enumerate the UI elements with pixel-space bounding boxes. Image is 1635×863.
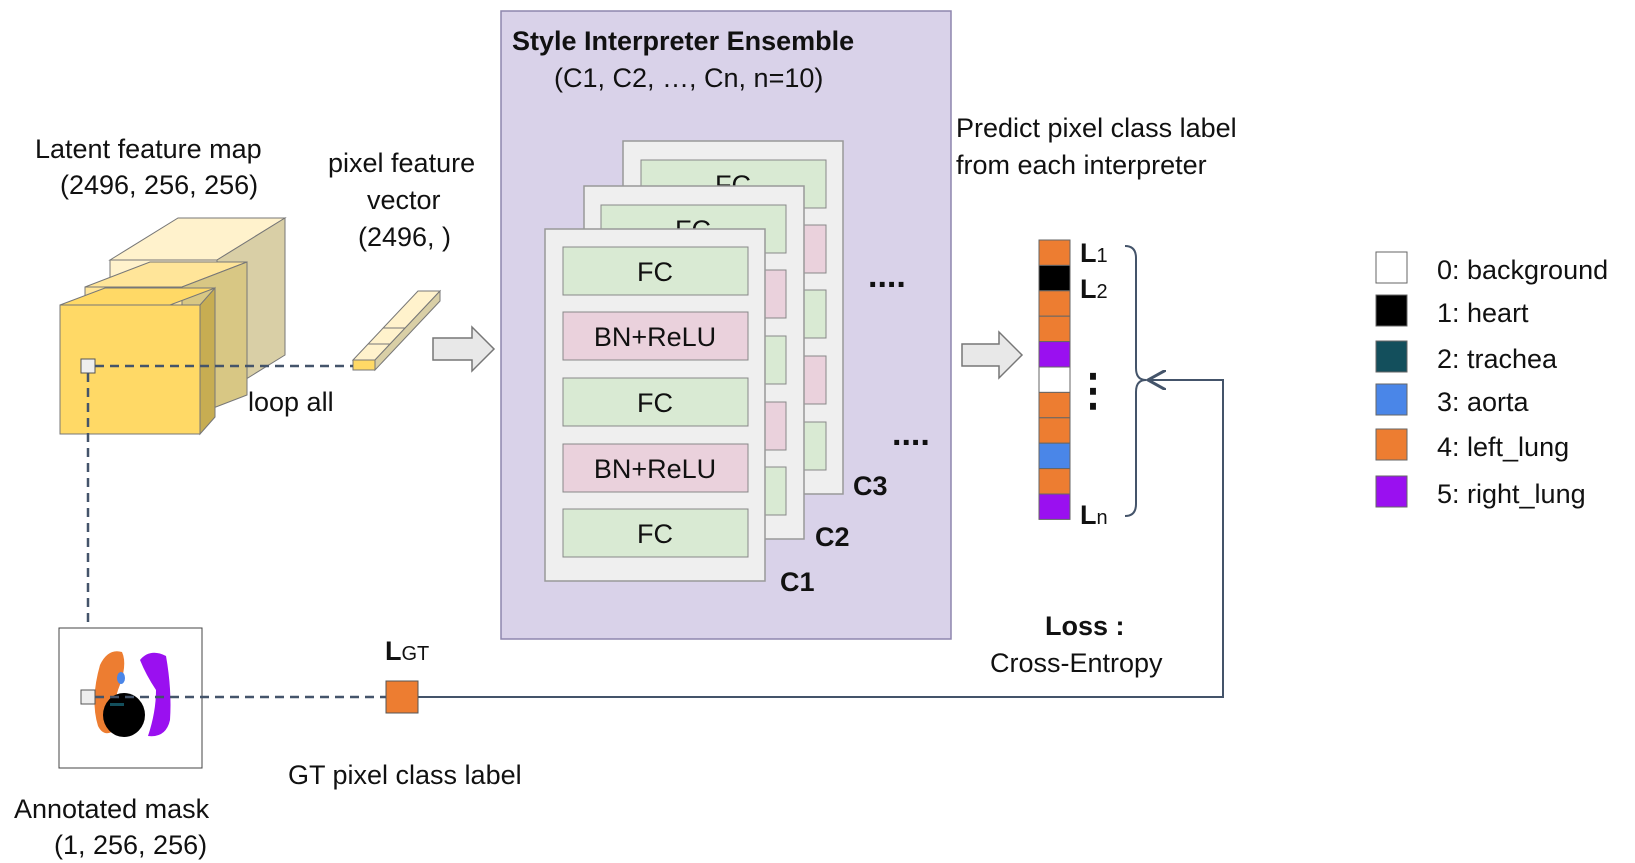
gt-to-loss-line [418,380,1224,698]
latent-feature-map-cube [59,217,287,436]
c1-layer-bn-relu-1 [562,311,749,361]
mask-shape: (1, 256, 256) [54,830,207,860]
mask-aorta [117,672,125,684]
mask-right-lung [140,652,171,737]
c1-layer-fc-2-label: FC [637,388,673,418]
c1-layer-bn-relu-2 [562,443,749,493]
ensemble-dots-upper: .... [868,257,906,295]
pixel-feature-vector [351,289,442,372]
legend-swatch [1375,340,1408,373]
vector-to-ensemble-arrow [432,325,496,373]
label-stack-cell [1038,239,1071,266]
loop-all-label: loop all [248,387,334,417]
c1-layer-fc-3-label: FC [637,519,673,549]
label-stack-cell [1038,290,1071,317]
legend-swatch [1375,428,1408,461]
label-stack-cell [1038,315,1071,343]
ensemble-subtitle: (C1, C2, …, Cn, n=10) [554,63,823,93]
legend-label: 4: left_lung [1437,432,1569,462]
label-stack-brace [1124,245,1147,517]
mask-selected-pixel-marker [80,689,96,705]
label-ln: Ln [1080,500,1108,530]
legend-label: 5: right_lung [1437,479,1586,509]
label-stack-cell [1038,442,1071,470]
selected-pixel-marker [80,358,96,374]
label-stack-cell [1038,417,1071,444]
classifier-label-c1: C1 [780,567,815,597]
ensemble-dots-lower: .... [892,415,930,453]
legend-swatch [1375,475,1408,508]
loss-name: Cross-Entropy [990,648,1163,678]
gt-label-square [385,680,419,714]
predict-line2: from each interpreter [956,150,1207,180]
mask-heart [103,693,145,737]
latent-map-title: Latent feature map [35,134,262,164]
classifier-label-c3: C3 [853,471,888,501]
legend-label: 0: background [1437,255,1608,285]
legend-swatch [1375,251,1408,284]
c1-layer-bn-relu-1-label: BN+ReLU [594,322,716,352]
legend-swatch [1375,294,1408,327]
label-stack-cell [1038,391,1071,419]
c1-layer-fc-2 [562,377,749,427]
gt-caption: GT pixel class label [288,760,522,790]
class-legend: 0: background 1: heart 2: trachea 3: aorta 4… [1375,251,1608,509]
pixel-vector-line2: vector [367,185,441,215]
legend-label: 1: heart [1437,298,1529,328]
loss-title: Loss : [1045,611,1125,641]
classifier-card-c1: FC BN+ReLU FC BN+ReLU FC [544,228,766,582]
c1-layer-bn-relu-2-label: BN+ReLU [594,454,716,484]
label-l2: L2 [1080,274,1108,304]
ensemble-title: Style Interpreter Ensemble [512,26,854,56]
gt-label: LGT [385,636,429,666]
predict-line1: Predict pixel class label [956,113,1237,143]
label-stack-cell [1038,468,1071,495]
legend-label: 3: aorta [1437,387,1530,417]
latent-map-shape: (2496, 256, 256) [60,170,258,200]
mask-left-lung [94,651,125,734]
c1-layer-fc-3 [562,508,749,558]
c1-layer-fc-1-label: FC [637,257,673,287]
label-stack-cell [1038,264,1071,292]
legend-label: 2: trachea [1437,344,1558,374]
c1-layer-fc-1 [562,246,749,296]
label-vertical-dots: ⋮ [1071,366,1115,415]
label-stack-cell [1038,366,1071,393]
label-stack-cell [1038,341,1071,368]
label-l1: L1 [1080,238,1108,268]
ensemble-to-labels-arrow [961,330,1024,380]
legend-swatch [1375,383,1408,416]
predicted-label-stack [1038,239,1071,520]
pixel-vector-line1: pixel feature [328,148,475,178]
pixel-vector-shape: (2496, ) [358,222,451,252]
label-stack-cell [1038,493,1071,520]
classifier-label-c2: C2 [815,522,850,552]
mask-title: Annotated mask [14,794,210,824]
